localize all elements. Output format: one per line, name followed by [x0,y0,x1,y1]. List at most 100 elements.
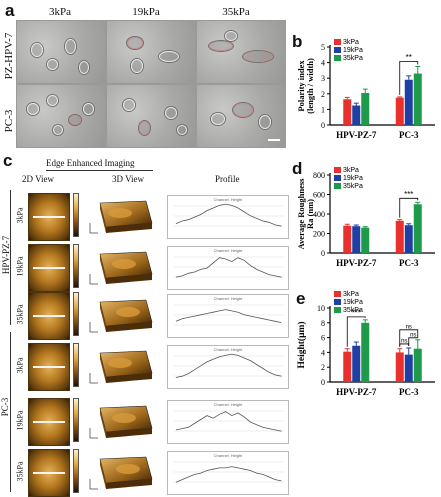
bar-19kPa [352,226,361,253]
height-profile-plot: Channel: Height [167,400,289,444]
bar-35kPa [413,204,422,253]
y-tick-label: 4 [321,348,325,357]
profile-line [33,216,65,218]
legend-label: 35kPa [343,307,363,314]
y-tick-label: 10 [317,304,325,313]
svg-text:Channel: Height: Channel: Height [214,248,244,253]
cell-outline [225,31,237,41]
micrograph-tile [196,84,286,148]
group-bracket-pc3 [10,332,11,492]
svg-text:Channel: Height: Channel: Height [214,296,244,301]
legend-swatch [334,47,341,53]
bar-3kPa [395,97,404,125]
panel-a-row-pz-hpv-7: PZ-HPV-7 [3,32,15,80]
afm-2d-image [28,244,70,292]
legend-label: 3kPa [343,291,359,298]
legend-swatch [334,299,341,305]
bar-19kPa [404,225,413,253]
cell-outline [259,115,271,129]
cell-outline [209,41,233,51]
bar-3kPa [343,225,352,253]
category-label: PC-3 [399,387,419,397]
significance-label: ** [406,53,412,62]
afm-row-label: 19kPa [15,410,25,431]
significance-label: *** [404,190,413,199]
y-tick-label: 0 [321,249,325,258]
profile-line [33,472,65,474]
category-label: PC-3 [399,258,419,268]
panel-c-col-3d: 3D View [112,174,145,184]
colorbar [73,292,79,336]
significance-bracket [408,337,418,346]
colorbar [73,244,79,288]
panel-label-c: c [3,151,13,170]
significance-label: *** [352,308,361,317]
bar-3kPa [395,220,404,253]
cell-outline [159,51,179,62]
cell-outline [79,61,89,74]
legend-label: 3kPa [343,167,359,174]
group-bracket-hpv [10,190,11,325]
svg-text:Channel: Height: Channel: Height [214,347,244,352]
significance-label: ns [406,324,412,330]
height-profile-plot: Channel: Height [167,246,289,290]
bar-19kPa [404,79,413,125]
afm-row-label: 35kPa [15,304,25,325]
cell-outline [69,115,81,125]
cell-outline [127,37,143,49]
panel-label-e: e [296,289,306,308]
panel-label-b: b [292,32,303,51]
cell-outline [165,107,177,119]
afm-2d-image [28,398,70,446]
y-tick-label: 2 [321,363,325,372]
bar-35kPa [361,227,370,253]
afm-2d-image [28,449,70,497]
legend-label: 19kPa [343,299,363,306]
cell-outline [65,39,76,54]
micrograph-tile [16,20,106,84]
afm-3d-view [89,251,153,285]
significance-bracket [346,316,366,347]
afm-row-label: 35kPa [15,461,25,482]
legend-label: 35kPa [343,183,363,190]
micrograph-tile [106,84,196,148]
afm-3d-view [89,299,153,333]
legend-label: 19kPa [343,175,363,182]
bar-35kPa [361,93,370,125]
cell-outline [139,121,150,135]
afm-row-label: 19kPa [15,256,25,277]
panel-label-a: a [5,1,15,20]
significance-bracket [399,197,419,218]
significance-label: ns [410,332,416,338]
svg-text:Channel: Height: Channel: Height [214,402,244,407]
y-tick-label: 1 [321,105,325,114]
afm-2d-image [28,292,70,340]
cell-outline [47,95,58,106]
y-tick-label: 8 [321,319,325,328]
category-label: PC-3 [399,130,419,140]
panel-a-col-35kpa: 35kPa [222,6,250,18]
profile-line [33,267,65,269]
legend-swatch [334,55,341,61]
afm-3d-view [89,456,153,490]
colorbar [73,398,79,442]
legend-swatch [334,291,341,297]
y-tick-label: 400 [313,210,325,219]
cell-outline [233,103,253,117]
y-tick-label: 800 [313,171,325,180]
cell-outline [123,99,135,111]
cell-outline [27,103,39,115]
micrograph-tile [16,84,106,148]
height-profile-plot: Channel: Height [167,294,289,338]
bar-19kPa [352,105,361,125]
profile-line [33,366,65,368]
cell-outline [53,125,63,135]
afm-3d-view [89,405,153,439]
y-tick-label: 200 [313,230,325,239]
afm-row-label: 3kPa [15,207,25,224]
legend-swatch [334,307,341,313]
profile-line [33,315,65,317]
